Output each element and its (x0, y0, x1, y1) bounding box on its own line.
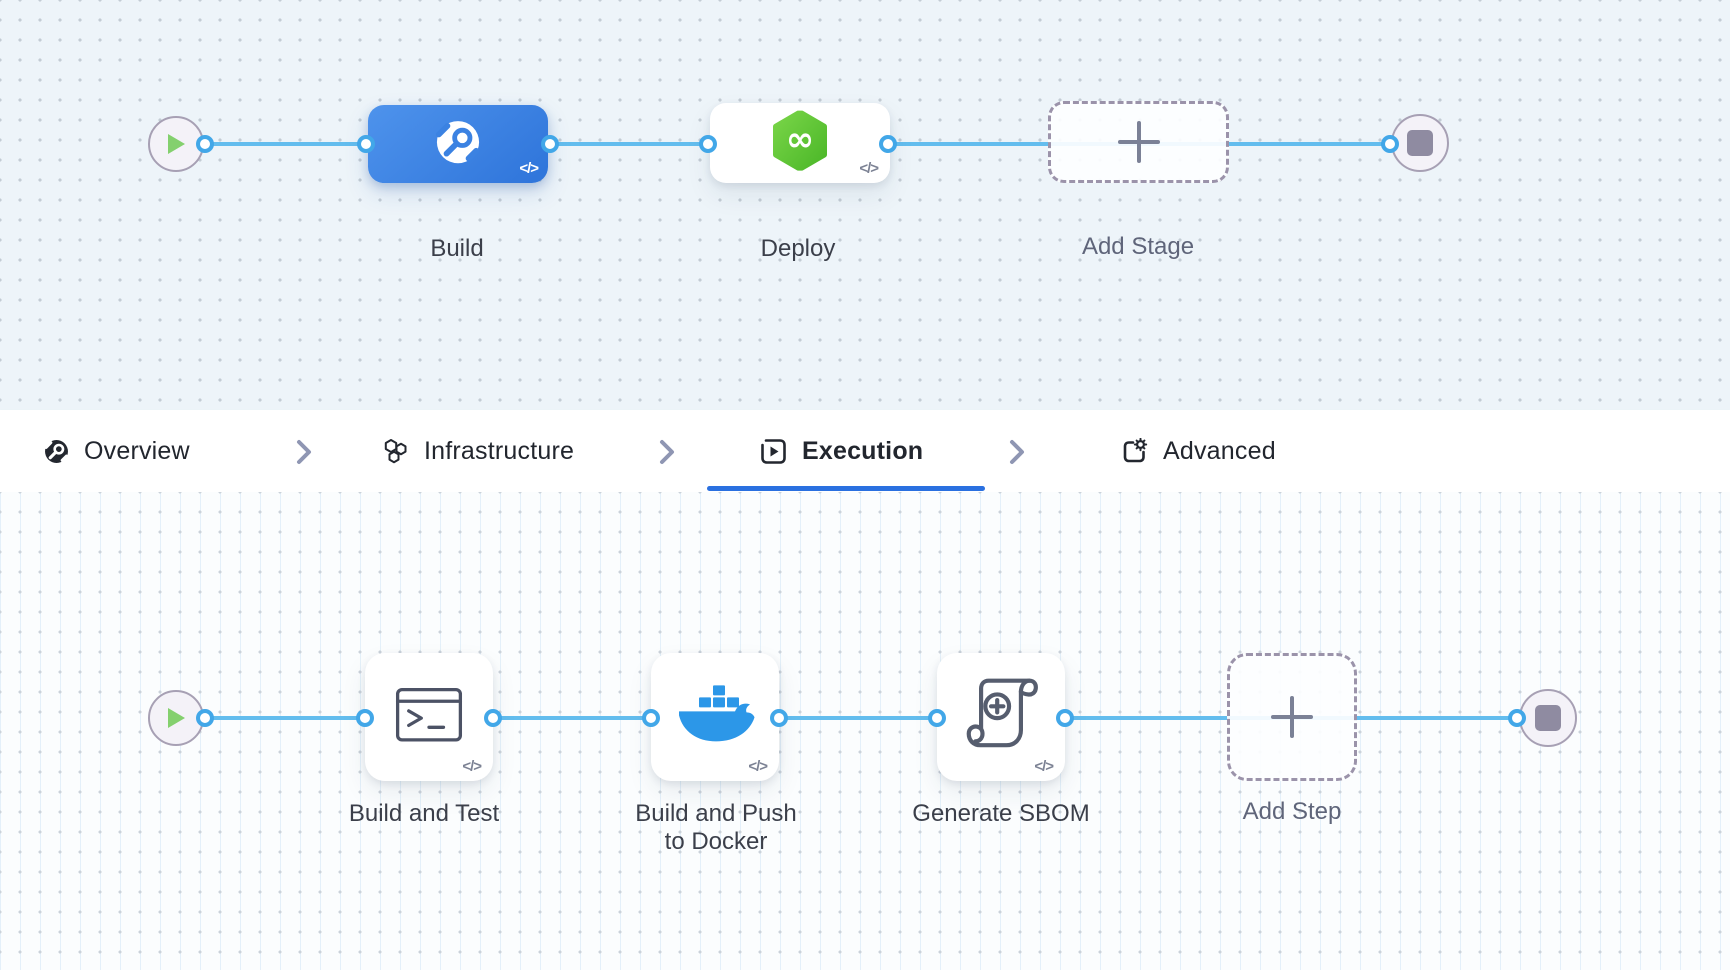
stage-config-tabbar: Overview Infrastructure Execution (0, 410, 1730, 493)
tab-label: Advanced (1163, 436, 1276, 465)
step-card-generate-sbom[interactable]: </> (937, 653, 1065, 781)
play-icon (168, 708, 185, 728)
plus-icon (1117, 121, 1160, 163)
pipeline-start-node (148, 116, 204, 172)
chevron-right-icon (297, 440, 311, 464)
execution-start-node (148, 690, 204, 746)
execution-icon (761, 438, 786, 464)
stage-label: Build (430, 235, 484, 262)
tab-label: Overview (84, 436, 190, 465)
step-label: Build and Push to Docker (635, 800, 797, 855)
port[interactable] (357, 135, 375, 153)
port[interactable] (196, 135, 214, 153)
port[interactable] (879, 135, 897, 153)
yaml-code-badge: </> (748, 758, 768, 775)
overview-icon (44, 439, 68, 463)
advanced-icon (1123, 437, 1148, 462)
add-step-button[interactable] (1227, 653, 1357, 781)
execution-canvas[interactable]: </> </> (0, 492, 1730, 970)
active-tab-underline (707, 486, 985, 491)
step-card-build-and-push-docker[interactable]: </> (651, 653, 779, 781)
svg-text:∞: ∞ (786, 120, 814, 160)
docker-icon (674, 681, 756, 747)
add-stage-button[interactable] (1048, 101, 1229, 183)
terminal-icon (395, 687, 463, 743)
add-step-label: Add Step (1242, 798, 1342, 825)
port[interactable] (196, 709, 214, 727)
execution-end-node (1519, 689, 1577, 747)
port[interactable] (541, 135, 559, 153)
stage-canvas[interactable]: </> ∞ </> (0, 0, 1730, 410)
infrastructure-icon (384, 438, 407, 463)
port[interactable] (356, 709, 374, 727)
stage-label: Deploy (760, 235, 836, 262)
add-stage-label: Add Stage (1081, 233, 1195, 260)
chevron-right-icon (1010, 440, 1024, 464)
stop-icon (1407, 130, 1433, 156)
yaml-code-badge: </> (462, 758, 482, 775)
tab-label: Execution (802, 436, 924, 465)
sbom-scroll-icon (964, 675, 1038, 753)
step-label: Build and Test (348, 800, 500, 827)
port[interactable] (928, 709, 946, 727)
yaml-code-badge: </> (859, 160, 879, 177)
play-icon (168, 134, 185, 154)
tab-overview[interactable]: Overview (44, 410, 190, 492)
step-connector-line (205, 716, 1547, 720)
stage-card-deploy[interactable]: ∞ </> (710, 103, 890, 183)
port[interactable] (699, 135, 717, 153)
stop-icon (1535, 705, 1561, 731)
harness-ci-icon (435, 119, 481, 165)
port[interactable] (1381, 135, 1399, 153)
port[interactable] (484, 709, 502, 727)
yaml-code-badge: </> (519, 160, 539, 177)
tab-execution[interactable]: Execution (760, 410, 923, 492)
step-label: Generate SBOM (912, 800, 1090, 827)
tab-label: Infrastructure (424, 436, 575, 465)
port[interactable] (642, 709, 660, 727)
stage-card-build[interactable]: </> (368, 105, 548, 183)
chevron-right-icon (660, 440, 674, 464)
plus-icon (1271, 696, 1313, 738)
tab-advanced[interactable]: Advanced (1121, 410, 1276, 492)
step-card-build-and-test[interactable]: </> (365, 653, 493, 781)
yaml-code-badge: </> (1034, 758, 1054, 775)
tab-infrastructure[interactable]: Infrastructure (381, 410, 574, 492)
pipeline-end-node (1391, 114, 1449, 172)
port[interactable] (1508, 709, 1526, 727)
harness-cd-icon: ∞ (772, 110, 828, 171)
port[interactable] (770, 709, 788, 727)
port[interactable] (1056, 709, 1074, 727)
